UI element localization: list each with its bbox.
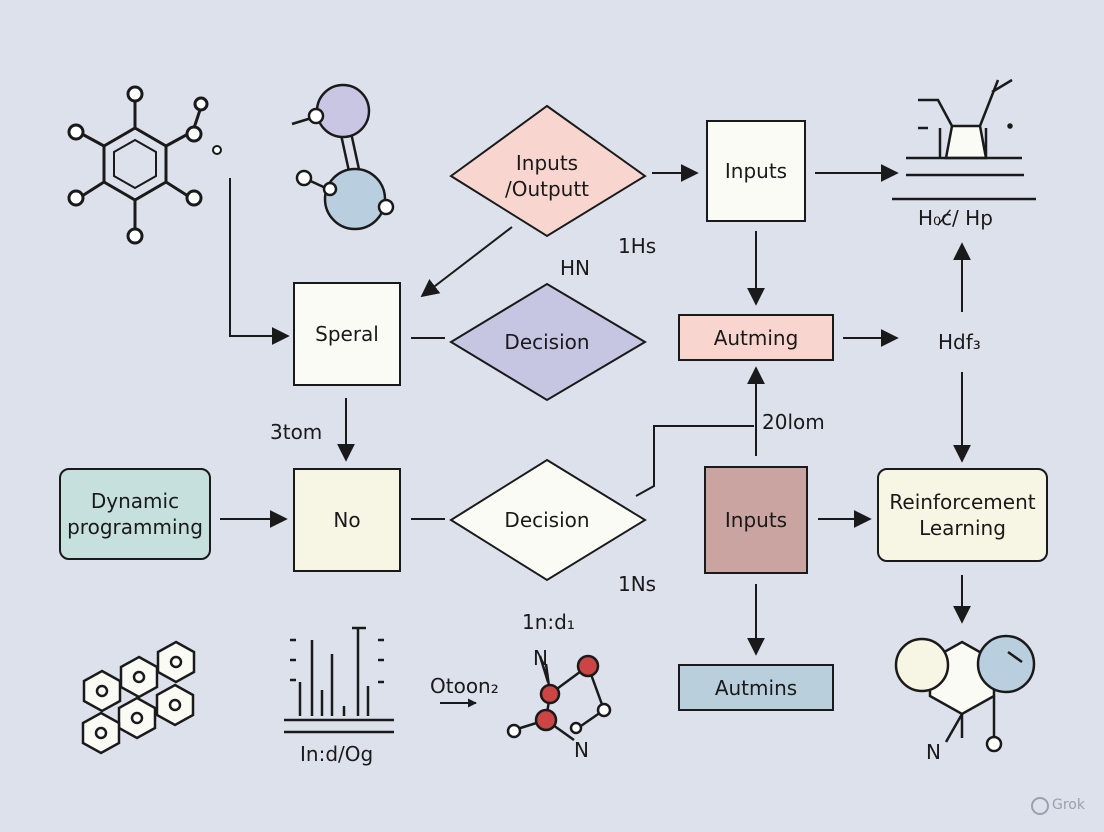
lab-apparatus-icon: [892, 78, 1036, 201]
inputs-outputs-diamond-shape: [449, 104, 647, 238]
one-nd1-label: 1n:d₁: [522, 610, 575, 634]
inputs-mid-box: Inputs: [704, 466, 808, 574]
one-hs-label: 1Hs: [618, 234, 657, 258]
molecule-n-label: N: [926, 740, 941, 764]
autmins-box: Autmins: [678, 664, 834, 711]
inputs-top-box: Inputs: [706, 120, 806, 222]
ind-og-label: In:d/Og: [300, 742, 374, 766]
otoon2-label: Otoon₂: [430, 674, 499, 698]
diatomic-molecule-icon: [291, 83, 395, 231]
one-ns-label: 1Ns: [618, 572, 657, 596]
arrow-benzene-to-speral: [229, 178, 290, 345]
red-atom-molecule-icon: [506, 654, 612, 742]
reinforcement-learning-box: Reinforcement Learning: [877, 468, 1048, 562]
no-box: No: [293, 468, 401, 572]
decision-upper-diamond-shape: [449, 282, 647, 402]
atom-n-right-label: N: [574, 738, 589, 762]
atom-n-left-label: N: [533, 646, 548, 670]
watermark-text: Grok: [1052, 797, 1085, 813]
speral-box: Speral: [293, 282, 401, 386]
hdf3-label: Hdf₃: [938, 330, 981, 354]
autming-box: Autming: [678, 314, 834, 361]
line-decision-to-autming: [635, 425, 754, 497]
twenty-lom-label: 20lom: [762, 410, 825, 434]
inputs-outputs-diamond-label: Inputs /Outputt: [504, 151, 590, 201]
benzene-molecule-icon: [67, 85, 222, 245]
grok-logo-icon: [1031, 797, 1049, 815]
molecule-o-label: O: [986, 734, 1000, 755]
decision-lower-diamond-label: Decision: [504, 508, 590, 532]
hn-label: HN: [560, 256, 590, 280]
cell-cluster-icon: [81, 640, 196, 755]
ring-molecule-icon: [894, 634, 1036, 753]
spectrum-plot-icon: [284, 626, 394, 734]
dynamic-programming-box: Dynamic programming: [59, 468, 211, 560]
decision-lower-diamond-shape: [449, 458, 647, 582]
decision-upper-diamond-label: Decision: [504, 330, 590, 354]
hodhp-label: H₀c̸/ Hp: [918, 206, 993, 230]
arrow-diamond-to-speral: [420, 226, 513, 298]
three-tom-label: 3tom: [270, 420, 323, 444]
